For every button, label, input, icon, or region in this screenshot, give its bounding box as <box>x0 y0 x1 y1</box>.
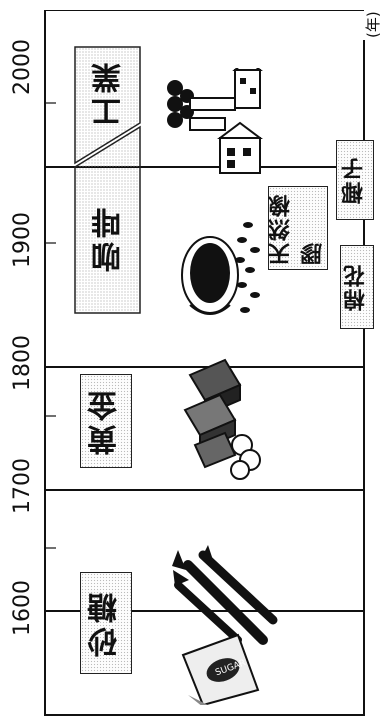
label-coconut: 椰子 <box>336 140 374 220</box>
label-coffee: 咖啡 <box>85 190 135 285</box>
gridline-1700 <box>45 489 364 491</box>
label-sugar-text: 砂糖 <box>88 589 123 657</box>
year-label-1700: 1700 <box>10 458 35 514</box>
gridline-1800 <box>45 366 364 368</box>
label-industry-text: 工業 <box>92 58 127 127</box>
gold-bars-icon <box>183 358 261 480</box>
label-gold-text: 黄金 <box>88 387 123 455</box>
frame-top <box>44 10 364 11</box>
label-cotton-text: 棉花 <box>344 263 369 311</box>
label-coffee-text: 咖啡 <box>92 203 127 272</box>
label-cotton: 棉花 <box>340 245 374 329</box>
label-gold: 黄金 <box>80 374 132 468</box>
year-label-1600: 1600 <box>10 580 35 636</box>
minor-ticks <box>44 102 56 549</box>
label-coconut-text: 椰子 <box>342 156 367 204</box>
year-label-1900: 1900 <box>10 212 35 268</box>
sugarcane-sack-icon: SUGAR <box>172 545 278 705</box>
factory-icon <box>167 68 263 174</box>
year-label-1800: 1800 <box>10 335 35 391</box>
year-unit-label: (年) <box>364 11 382 38</box>
frame-right <box>363 40 365 716</box>
label-sugar: 砂糖 <box>80 572 132 674</box>
frame-bottom <box>44 714 364 716</box>
coffee-cup-icon <box>181 222 260 315</box>
label-rubber: 天然橡膠 <box>268 186 328 270</box>
year-label-2000: 2000 <box>10 39 35 95</box>
label-industry: 工業 <box>85 55 135 130</box>
gridline-1900 <box>45 166 364 168</box>
time-axis <box>44 10 46 716</box>
coffee-industry-divider-box <box>74 46 141 314</box>
label-rubber-text: 天然橡膠 <box>269 193 326 265</box>
